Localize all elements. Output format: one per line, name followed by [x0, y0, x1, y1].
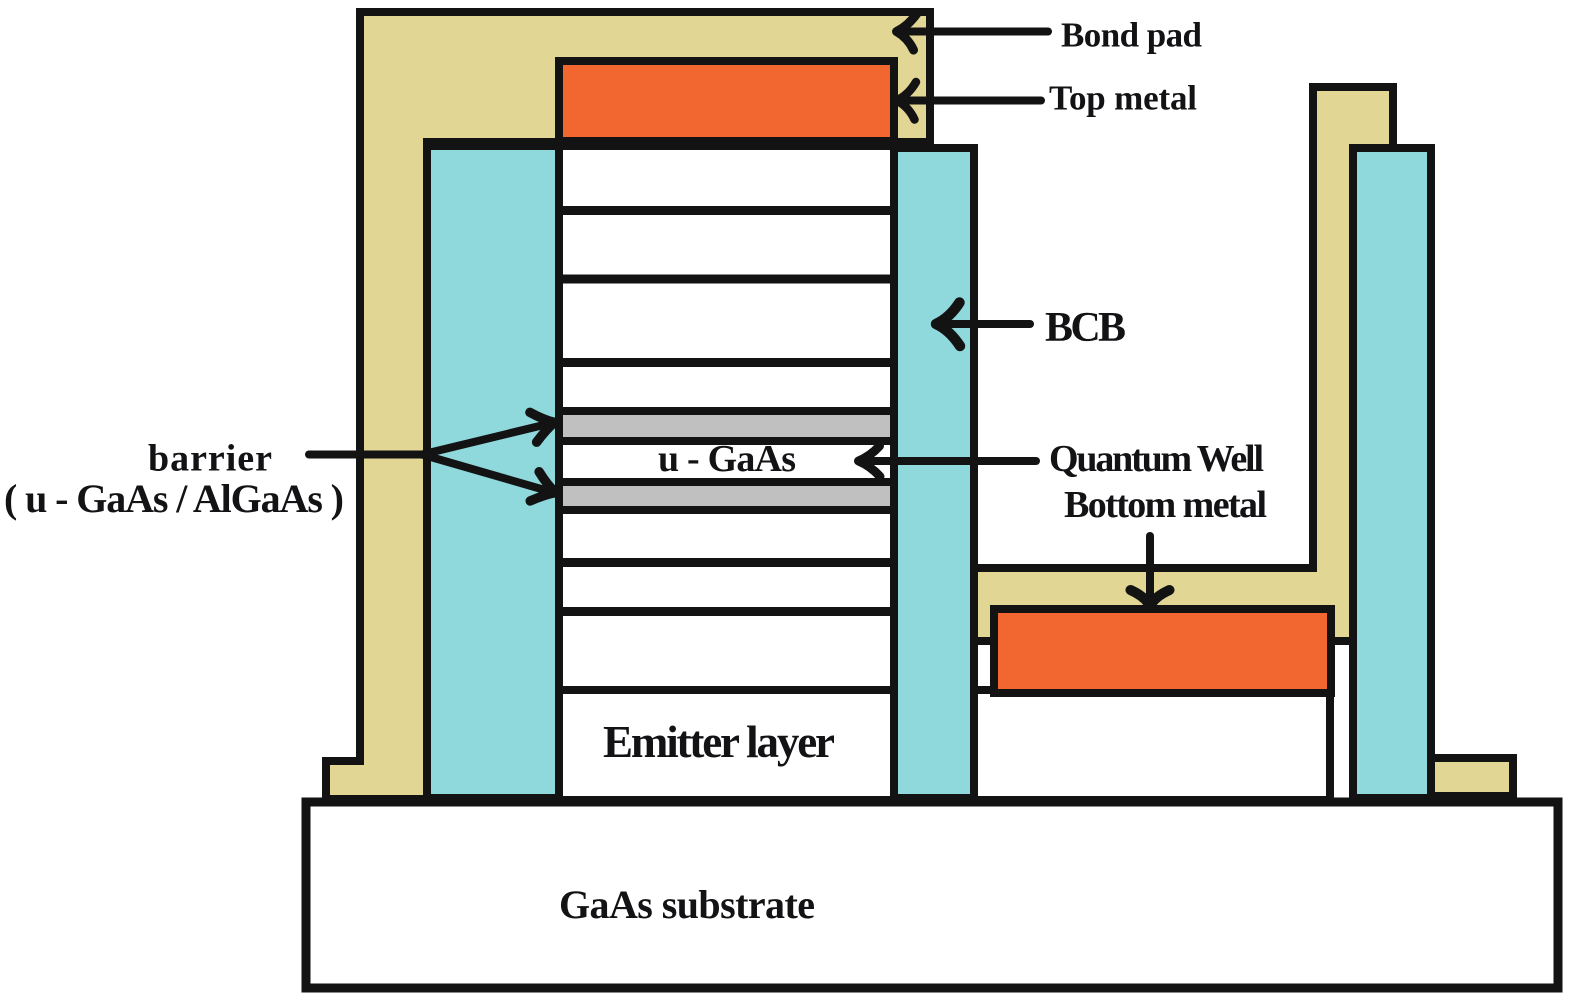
- svg-text:Top metal: Top metal: [1049, 79, 1197, 118]
- svg-text:BCB: BCB: [1045, 305, 1126, 351]
- svg-text:u - GaAs: u - GaAs: [658, 438, 796, 480]
- svg-text:( u - GaAs / AlGaAs ): ( u - GaAs / AlGaAs ): [4, 476, 344, 521]
- svg-text:barrier: barrier: [148, 438, 272, 480]
- svg-text:Quantum Well: Quantum Well: [1049, 438, 1264, 480]
- svg-text:Bottom metal: Bottom metal: [1064, 484, 1267, 526]
- svg-text:Emitter layer: Emitter layer: [603, 717, 835, 767]
- svg-text:GaAs substrate: GaAs substrate: [559, 882, 815, 927]
- svg-text:Bond pad: Bond pad: [1061, 16, 1203, 55]
